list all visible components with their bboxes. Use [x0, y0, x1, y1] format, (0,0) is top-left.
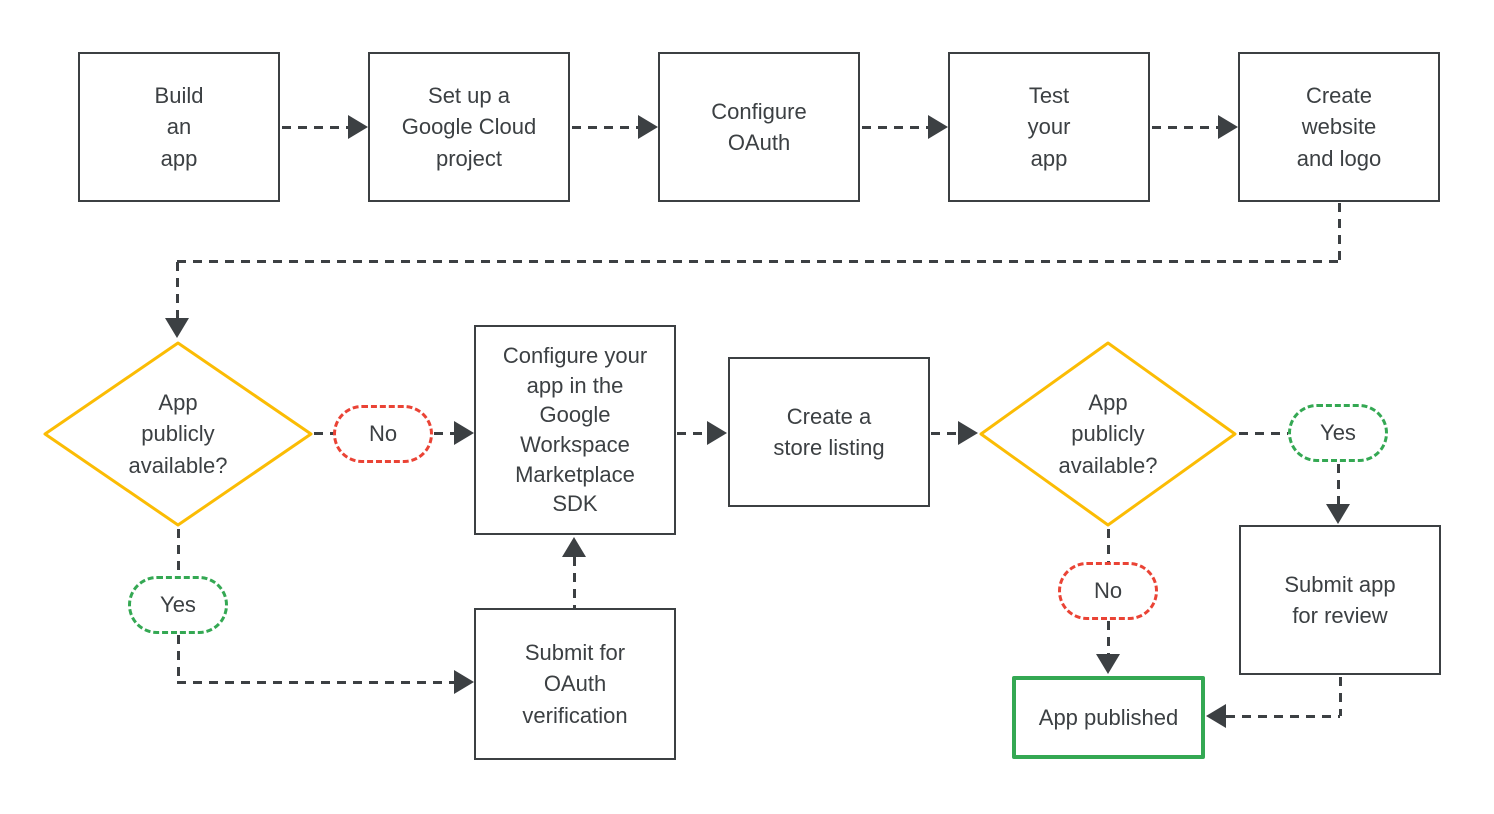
arrowhead-into-published-right	[1206, 704, 1226, 728]
diamond-shape	[43, 341, 313, 527]
arrowhead-into-oauth	[638, 115, 658, 139]
step-configure-marketplace-sdk: Configure your app in the Google Workspa…	[474, 325, 676, 535]
decision-app-publicly-available-2-label: App publicly available?	[1058, 390, 1158, 478]
step-configure-oauth-label: Configure OAuth	[711, 98, 807, 155]
arrowhead-into-test	[928, 115, 948, 139]
connector-yes1-across	[177, 681, 454, 684]
branch-label-yes-1-text: Yes	[160, 592, 196, 617]
step-create-store-listing-label: Create a store listing	[773, 403, 885, 460]
branch-label-yes-2-text: Yes	[1320, 420, 1356, 445]
decision-app-publicly-available-1: App publicly available?	[42, 340, 314, 528]
connector-decision2-to-no	[1107, 529, 1110, 562]
connector-no2-down	[1107, 621, 1110, 654]
connector-submit-review-down	[1339, 677, 1342, 716]
step-create-website-and-logo-label: Create website and logo	[1296, 83, 1382, 171]
step-setup-google-cloud-project-label: Set up a Google Cloud project	[401, 83, 537, 171]
step-build-app: Build an app	[78, 52, 280, 202]
step-create-website-and-logo: Create website and logo	[1238, 52, 1440, 202]
branch-label-no-2: No	[1058, 562, 1158, 620]
arrowhead-into-sdk-bottom	[562, 537, 586, 557]
connector-decision1-to-yes	[177, 529, 180, 576]
connector-into-decision1	[176, 262, 179, 318]
connector-no1-to-sdk	[434, 432, 454, 435]
arrowhead-into-setup	[348, 115, 368, 139]
arrowhead-into-sdk	[454, 421, 474, 445]
connector-sdk-to-store	[677, 432, 707, 435]
arrowhead-into-submit-oauth	[454, 670, 474, 694]
arrowhead-into-published-top	[1096, 654, 1120, 674]
connector-setup-to-oauth	[572, 126, 638, 129]
connector-review-to-published	[1226, 715, 1340, 718]
step-configure-marketplace-sdk-label: Configure your app in the Google Workspa…	[502, 342, 648, 517]
step-build-app-label: Build an app	[154, 83, 204, 171]
connector-website-down	[1338, 203, 1341, 261]
connector-decision2-to-yes	[1239, 432, 1288, 435]
step-submit-app-for-review: Submit app for review	[1239, 525, 1441, 675]
arrowhead-into-website	[1218, 115, 1238, 139]
connector-oauth-to-test	[862, 126, 928, 129]
connector-test-to-website	[1152, 126, 1218, 129]
step-submit-oauth-verification: Submit for OAuth verification	[474, 608, 676, 760]
arrowhead-into-store	[707, 421, 727, 445]
branch-label-no-2-text: No	[1093, 578, 1123, 603]
branch-label-yes-2: Yes	[1288, 404, 1388, 462]
step-create-store-listing: Create a store listing	[728, 357, 930, 507]
branch-label-no-1-text: No	[368, 421, 398, 446]
arrowhead-into-decision2	[958, 421, 978, 445]
arrowhead-into-decision1	[165, 318, 189, 338]
connector-row2-across	[177, 260, 1339, 263]
decision-app-publicly-available-2: App publicly available?	[978, 340, 1238, 528]
step-test-your-app: Test your app	[948, 52, 1150, 202]
connector-yes1-down	[177, 635, 180, 682]
step-test-your-app-label: Test your app	[1027, 83, 1071, 171]
connector-build-to-setup	[282, 126, 348, 129]
connector-oauth-up-to-sdk	[573, 557, 576, 608]
connector-yes2-down	[1337, 464, 1340, 504]
decision-app-publicly-available-1-label: App publicly available?	[128, 390, 228, 478]
step-submit-oauth-verification-label: Submit for OAuth verification	[522, 640, 628, 728]
branch-label-no-1: No	[333, 405, 433, 463]
step-submit-app-for-review-label: Submit app for review	[1284, 571, 1396, 628]
connector-decision1-to-no	[314, 432, 334, 435]
step-setup-google-cloud-project: Set up a Google Cloud project	[368, 52, 570, 202]
diamond-shape	[979, 341, 1237, 527]
connector-store-to-decision2	[931, 432, 958, 435]
arrowhead-into-submit-review	[1326, 504, 1350, 524]
branch-label-yes-1: Yes	[128, 576, 228, 634]
step-configure-oauth: Configure OAuth	[658, 52, 860, 202]
terminal-app-published-label: App published	[1038, 704, 1179, 730]
terminal-app-published: App published	[1012, 676, 1205, 759]
